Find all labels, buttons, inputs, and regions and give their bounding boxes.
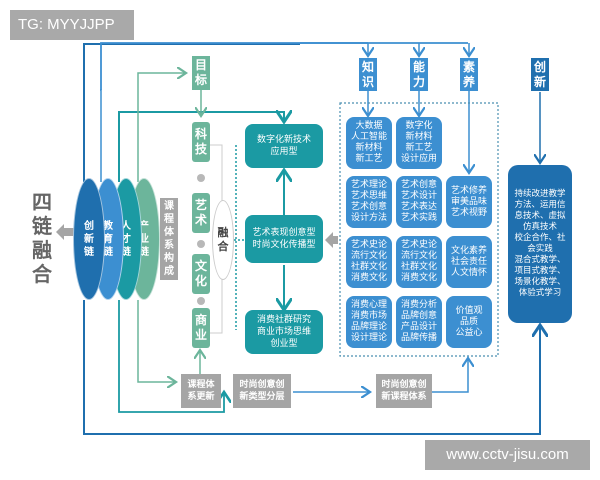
chain-0: 创新链 <box>73 178 105 300</box>
innovation-box: 创新 <box>531 58 549 91</box>
grid-cell: 数字化新材料新工艺设计应用 <box>396 117 442 169</box>
talent-type-label: 消费社群研究商业市场思维创业型 <box>256 315 311 349</box>
discipline-3: 商业 <box>192 308 210 348</box>
course-system-update-box: 课程体系更新 <box>181 374 221 408</box>
dimension-literacy: 素养 <box>460 58 478 91</box>
watermark-bottom-right: www.cctv-jisu.com <box>425 440 590 470</box>
grid-cell: 艺术史论流行文化社群文化消费文化 <box>346 236 392 288</box>
talent-type-label: 艺术表现创意型时尚文化传播型 <box>252 228 316 250</box>
talent-type-business: 消费社群研究商业市场思维创业型 <box>245 310 323 354</box>
grid-cell: 大数据人工智能新材料新工艺 <box>346 117 392 169</box>
goal-box: 目标 <box>192 56 210 90</box>
innovation-course-system-box: 时尚创意创新课程体系 <box>376 374 432 408</box>
discipline-2: 文化 <box>192 254 210 294</box>
talent-type-digital: 数字化新技术应用型 <box>245 124 323 168</box>
separator-dot <box>197 173 205 182</box>
separator-dot <box>197 239 205 248</box>
grid-cell: 艺术修养审美品味艺术视野 <box>446 176 492 228</box>
grid-cell: 艺术创意艺术设计艺术表达艺术实践 <box>396 176 442 228</box>
grid-cell: 价值观品质公益心 <box>446 296 492 348</box>
dimension-knowledge: 知识 <box>359 58 377 91</box>
four-chain-fusion-title: 四链融合 <box>32 190 52 286</box>
talent-type-label: 数字化新技术应用型 <box>256 135 311 157</box>
grid-cell: 消费分析品牌创意产品设计品牌传播 <box>396 296 442 348</box>
teaching-methods-box: 持续改进教学方法、运用信息技术、虚拟仿真技术校企合作、社会实践混合式教学、项目式… <box>508 165 572 323</box>
dimension-ability: 能力 <box>410 58 428 91</box>
watermark-top-left: TG: MYYJJPP <box>10 10 134 40</box>
grid-cell: 文化素养社会责任人文情怀 <box>446 236 492 288</box>
discipline-1: 艺术 <box>192 193 210 233</box>
course-system-composition-box: 课程体系构成 <box>160 198 178 280</box>
discipline-0: 科技 <box>192 122 210 162</box>
talent-type-art: 艺术表现创意型时尚文化传播型 <box>245 215 323 263</box>
innovation-type-layering-box: 时尚创意创新类型分层 <box>233 374 291 408</box>
grid-cell: 艺术史论流行文化社群文化消费文化 <box>396 236 442 288</box>
grid-cell: 艺术理论艺术思维艺术创意设计方法 <box>346 176 392 228</box>
grid-cell: 消费心理消费市场品牌理论设计理论 <box>346 296 392 348</box>
fusion-ellipse: 融合 <box>212 200 234 280</box>
separator-dot <box>197 297 205 305</box>
